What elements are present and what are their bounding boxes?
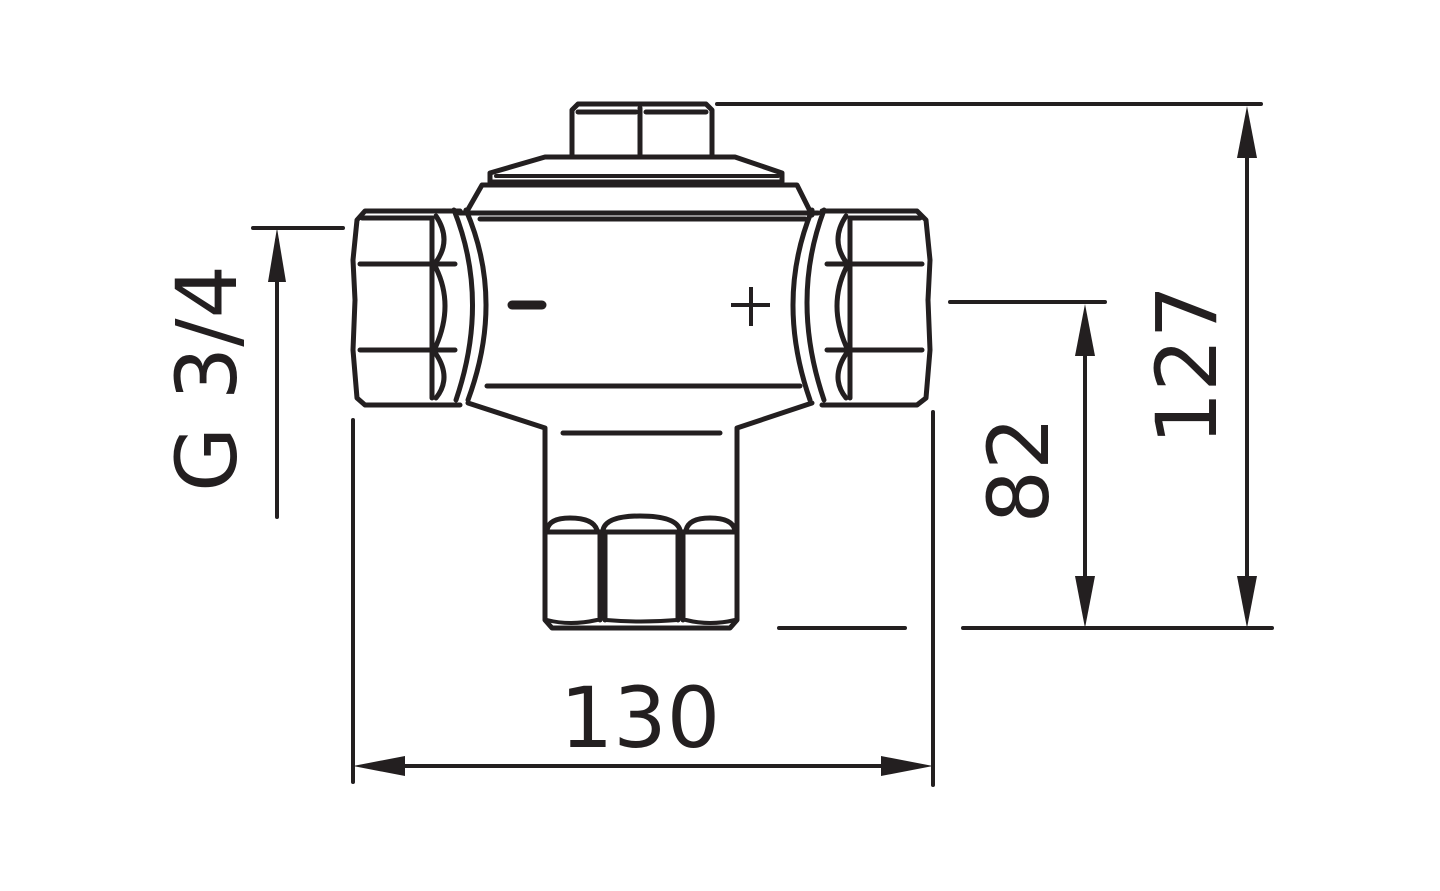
axis-height-label: 82: [970, 417, 1068, 524]
lower-body: [465, 400, 815, 631]
dimension-axis-height: 82: [777, 300, 1107, 630]
bottom-nut: [544, 513, 738, 625]
dimension-thread: G 3/4: [158, 226, 345, 519]
left-flange-curve: [463, 207, 489, 403]
total-height-label: 127: [1138, 285, 1236, 445]
thread-label: G 3/4: [158, 265, 256, 492]
right-hex-nut: [819, 208, 933, 408]
dimension-total-height: 127: [715, 102, 1274, 630]
top-cap: [569, 101, 715, 158]
bonnet: [487, 154, 785, 185]
left-hex-nut: [350, 208, 463, 408]
right-flange-curve: [790, 207, 815, 403]
dimension-width: 130: [351, 410, 935, 787]
valve-body: [350, 101, 933, 631]
width-label: 130: [560, 669, 720, 767]
plus-symbol: [731, 287, 770, 326]
